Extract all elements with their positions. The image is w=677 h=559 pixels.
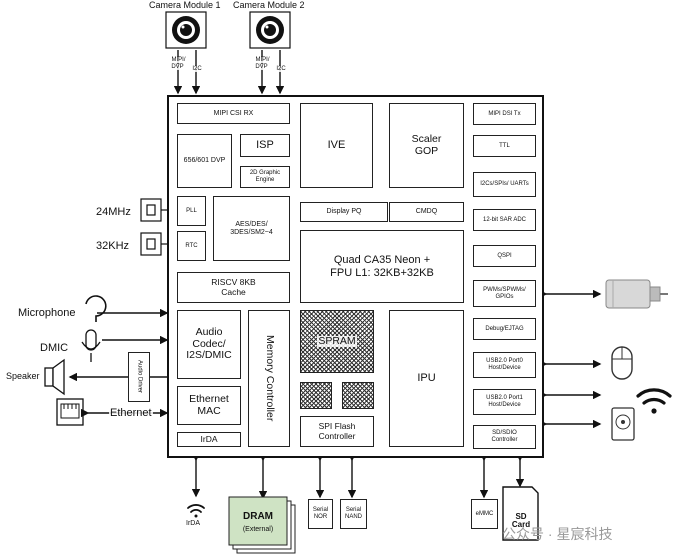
sdio-controller-block: SD/SDIO Controller bbox=[473, 425, 536, 449]
sram-block-right bbox=[342, 382, 374, 409]
serial-nand-block: Serial NAND bbox=[340, 499, 367, 529]
camera-module-1-icon bbox=[165, 11, 207, 49]
memory-controller-block: Memory Controller bbox=[248, 310, 290, 447]
emmc-block: eMMC bbox=[471, 499, 498, 529]
rtc-block: RTC bbox=[177, 231, 206, 261]
dram-label: DRAM bbox=[243, 511, 273, 522]
spi-flash-controller-block: SPI Flash Controller bbox=[300, 416, 374, 447]
hard-drive-icon bbox=[611, 407, 635, 441]
microphone-label: Microphone bbox=[18, 307, 76, 319]
dram-external-label: (External) bbox=[242, 526, 274, 533]
speaker-icon bbox=[44, 358, 65, 396]
microphone-icon bbox=[85, 295, 107, 322]
cpu-block: Quad CA35 Neon + FPU L1: 32KB+32KB bbox=[300, 230, 464, 303]
ethernet-jack-icon bbox=[56, 398, 84, 426]
sar-adc-block: 12-bit SAR ADC bbox=[473, 209, 536, 231]
i2c-spi-uart-block: I2Cs/SPIs/ UARTs bbox=[473, 172, 536, 197]
irda-external-label: IrDA bbox=[186, 520, 200, 527]
usb-port0-block: USB2.0 Port0 Host/Device bbox=[473, 352, 536, 378]
mouse-icon bbox=[611, 346, 633, 380]
serial-nor-block: Serial NOR bbox=[308, 499, 333, 529]
cmdq-block: CMDQ bbox=[389, 202, 464, 222]
irda-wireless-icon bbox=[187, 504, 205, 518]
dram-stack bbox=[228, 496, 296, 554]
camera-2-i2c-label: I2C bbox=[275, 66, 287, 72]
dmic-icon bbox=[81, 329, 101, 362]
mipi-csi-rx-block: MIPI CSI RX bbox=[177, 103, 290, 124]
bottom-connectors bbox=[191, 453, 525, 500]
camera-module-1-label: Camera Module 1 bbox=[149, 0, 221, 10]
ive-block: IVE bbox=[300, 103, 373, 188]
2d-graphic-engine-block: 2D Graphic Engine bbox=[240, 166, 290, 188]
clock-24mhz-label: 24MHz bbox=[96, 206, 131, 218]
audio-codec-block: Audio Codec/ I2S/DMIC bbox=[177, 310, 241, 379]
clock-32khz-label: 32KHz bbox=[96, 240, 130, 252]
camera-1-i2c-label: I2C bbox=[191, 66, 203, 72]
camera-module-2-icon bbox=[249, 11, 291, 49]
mipi-dsi-tx-block: MIPI DSI Tx bbox=[473, 103, 536, 125]
qspi-block: QSPI bbox=[473, 245, 536, 267]
camera-1-mipi-dvp-label: MIPI/ DVP bbox=[170, 57, 186, 70]
irda-block: IrDA bbox=[177, 432, 241, 447]
usb-port1-block: USB2.0 Port1 Host/Device bbox=[473, 389, 536, 415]
pwm-gpio-block: PWMs/SPWMs/ GPIOs bbox=[473, 280, 536, 307]
motor-icon bbox=[605, 279, 668, 309]
camera-2-mipi-dvp-label: MIPI/ DVP bbox=[254, 57, 270, 70]
sram-block-left bbox=[300, 382, 332, 409]
spram-block: SPRAM bbox=[300, 310, 374, 373]
ipu-block: IPU bbox=[389, 310, 464, 447]
wifi-icon bbox=[636, 388, 672, 414]
isp-block: ISP bbox=[240, 134, 290, 157]
scaler-gop-block: Scaler GOP bbox=[389, 103, 464, 188]
crypto-block: AES/DES/ 3DES/SM2~4 bbox=[213, 196, 290, 261]
display-pq-block: Display PQ bbox=[300, 202, 388, 222]
right-connectors bbox=[539, 289, 602, 429]
dvp-block: 656/601 DVP bbox=[177, 134, 232, 188]
ttl-block: TTL bbox=[473, 135, 536, 157]
dmic-label: DMIC bbox=[40, 342, 69, 354]
pll-block: PLL bbox=[177, 196, 206, 226]
riscv-block: RISCV 8KB Cache bbox=[177, 272, 290, 303]
debug-ejtag-block: Debug/EJTAG bbox=[473, 318, 536, 340]
sd-card-label: SD Card bbox=[511, 512, 531, 529]
crystal-icons bbox=[140, 198, 167, 256]
audio-driver-block: Audio Driver bbox=[128, 352, 150, 402]
ethernet-label: Ethernet bbox=[109, 407, 153, 419]
sd-card-icon bbox=[502, 486, 539, 541]
watermark: 公众号 · 星宸科技 bbox=[502, 526, 613, 542]
camera-module-2-label: Camera Module 2 bbox=[233, 0, 305, 10]
ethernet-mac-block: Ethernet MAC bbox=[177, 386, 241, 425]
speaker-label: Speaker bbox=[6, 371, 40, 381]
